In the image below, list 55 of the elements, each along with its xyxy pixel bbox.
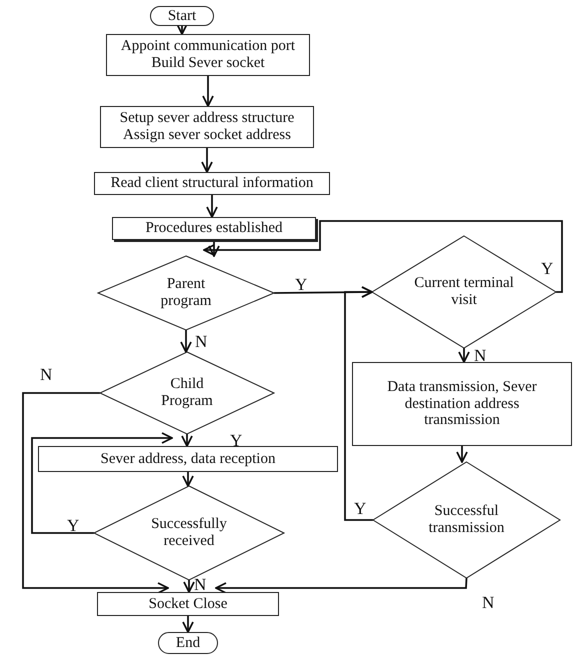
node-text: Child Program xyxy=(160,376,214,410)
arrow xyxy=(182,472,194,487)
edge-label: Y xyxy=(230,432,242,449)
node-text: Socket Close xyxy=(148,596,228,612)
process-box xyxy=(94,172,330,195)
node-text: Sever address, data reception xyxy=(100,450,276,468)
arrow xyxy=(180,330,192,353)
node-text: Parent program xyxy=(160,276,212,310)
process-box xyxy=(106,34,310,76)
node-text: End xyxy=(174,634,202,652)
node-text: Data transmission, Sever destination address transmission xyxy=(386,378,538,430)
decision-diamond xyxy=(373,462,560,578)
edge-label: N xyxy=(474,347,486,364)
arrow xyxy=(181,434,193,447)
process-box xyxy=(97,592,279,616)
edge-label: N xyxy=(195,333,208,350)
edge-label: Y xyxy=(354,500,366,517)
arrow xyxy=(176,23,188,35)
arrow xyxy=(182,616,194,633)
arrow xyxy=(31,432,173,534)
decision-diamond xyxy=(372,236,556,348)
arrow xyxy=(202,76,214,107)
edge-label: N xyxy=(40,366,52,383)
process-box xyxy=(38,446,338,472)
node-text: Read client structural information xyxy=(110,175,314,192)
node-text: Current terminal visit xyxy=(413,275,515,309)
arrow xyxy=(22,392,169,594)
process-box xyxy=(112,217,316,240)
edge-label: Y xyxy=(295,276,308,293)
node-text: Procedures established xyxy=(144,220,284,237)
arrow xyxy=(208,240,220,257)
node-text: Setup sever address structure Assign sever socket address xyxy=(118,110,296,144)
edge-label: Y xyxy=(67,517,80,534)
process-box xyxy=(352,362,572,446)
terminal-box xyxy=(150,6,214,26)
node-text: Successful transmission xyxy=(428,503,506,537)
node-text: Appoint communication port Build Sever socket xyxy=(120,38,296,72)
edge-label: N xyxy=(482,594,494,611)
arrow xyxy=(456,446,468,463)
node-text: Start xyxy=(166,8,198,24)
arrow xyxy=(203,220,563,293)
edge-label: N xyxy=(194,576,206,593)
edge-label: Y xyxy=(541,260,554,277)
arrow xyxy=(215,578,468,594)
arrow xyxy=(183,580,195,593)
arrow xyxy=(344,286,373,521)
arrow xyxy=(458,348,470,363)
arrow xyxy=(201,148,213,173)
process-box xyxy=(100,106,314,148)
decision-diamond xyxy=(100,352,274,434)
node-text: Successfully received xyxy=(150,516,228,550)
arrow xyxy=(206,195,218,218)
decision-diamond xyxy=(98,256,274,330)
decision-diamond xyxy=(94,486,284,580)
terminal-box xyxy=(158,632,218,654)
